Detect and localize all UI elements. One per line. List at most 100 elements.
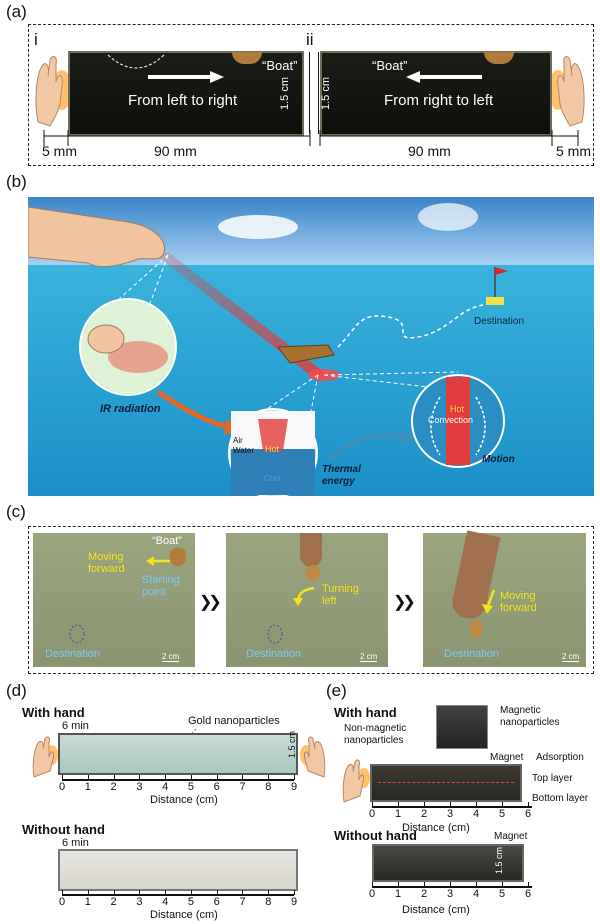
d-time-2: 6 min — [62, 837, 89, 849]
water-label: Water — [233, 446, 255, 455]
ruler-tick-label: 8 — [265, 896, 272, 908]
ruler-tick — [528, 802, 529, 807]
ruler-tick-label: 5 — [499, 808, 506, 820]
ruler-tick — [87, 775, 89, 780]
ruler-tick — [450, 802, 451, 807]
ruler-tick-label: 3 — [136, 896, 143, 908]
ruler-tick-label: 1 — [395, 888, 402, 900]
c-starting: Starting point — [142, 574, 180, 598]
e-axis-2 — [372, 886, 532, 888]
ruler-tick — [113, 890, 115, 895]
ruler-tick — [372, 882, 373, 887]
ruler-tick-label: 2 — [421, 808, 428, 820]
ruler-tick — [294, 775, 295, 780]
d-height-label: 1.5 cm — [287, 730, 297, 758]
c-finger-2 — [300, 533, 322, 567]
ruler-tick — [476, 882, 477, 887]
ruler-tick-label: 1 — [84, 781, 91, 793]
e-hand-left-image — [342, 759, 370, 803]
ruler-tick-label: 4 — [473, 808, 480, 820]
hand-right-image — [548, 56, 585, 127]
e-inset-image — [436, 705, 488, 749]
panel-b-illustration — [28, 197, 594, 496]
panel-a-sub-ii: ii — [306, 30, 314, 49]
e-axis-label-1: Distance (cm) — [402, 822, 470, 834]
c-scale-2: 2 cm — [360, 652, 378, 662]
dim-5mm-right: 5 mm — [556, 143, 591, 159]
hand-left-image — [35, 56, 72, 127]
ruler-tick-label: 4 — [473, 888, 480, 900]
d-without-hand: Without hand — [22, 822, 105, 837]
ruler-tick — [450, 882, 451, 887]
ruler-tick-label: 0 — [369, 888, 376, 900]
ruler-tick — [502, 802, 503, 807]
ruler-tick-label: 2 — [110, 781, 117, 793]
dir-right-text: From right to left — [384, 92, 494, 109]
ruler-tick-label: 0 — [59, 896, 66, 908]
c-scale-1: 2 cm — [162, 652, 180, 662]
ruler-tick-label: 8 — [265, 781, 272, 793]
ruler-tick-label: 9 — [291, 781, 298, 793]
d-hand-right-image — [300, 736, 326, 778]
ruler-tick — [87, 890, 89, 895]
e-magnetic-np: Magnetic nanoparticles — [500, 705, 560, 728]
e-magnet-1: Magnet — [490, 752, 524, 763]
ruler-tick-label: 6 — [525, 808, 532, 820]
d-axis-label-1: Distance (cm) — [150, 794, 218, 806]
c-turning: Turning left — [322, 583, 359, 607]
boat-left-outline — [107, 54, 165, 69]
dim-90mm-right: 90 mm — [408, 143, 451, 159]
ruler-tick-label: 7 — [239, 896, 246, 908]
thermal-label: Thermal energy — [322, 464, 361, 487]
panel-e-label: (e) — [326, 681, 347, 700]
arrow-right-icon — [148, 71, 224, 83]
c-boat-1 — [170, 548, 186, 566]
boat-left-label: “Boat” — [262, 58, 298, 73]
c-moving-2: Moving forward — [500, 590, 537, 614]
ruler-tick — [528, 882, 529, 887]
ruler-tick — [268, 890, 270, 895]
ruler-tick — [268, 775, 270, 780]
tank-left — [68, 51, 304, 136]
ruler-tick — [165, 890, 167, 895]
ruler-tick-label: 5 — [187, 781, 194, 793]
c-boat-label: “Boat” — [152, 535, 182, 547]
c-boat-3 — [470, 620, 482, 638]
ruler-tick — [424, 802, 425, 807]
ruler-tick — [476, 802, 477, 807]
dim-5mm-left: 5 mm — [42, 143, 77, 159]
e-without-hand: Without hand — [334, 828, 417, 843]
hot-label-2: Hot — [450, 404, 465, 414]
c-dest-outline-2 — [267, 624, 283, 644]
d-tank-2 — [58, 849, 298, 891]
panel-c-frame — [28, 526, 594, 674]
ruler-tick-label: 4 — [162, 781, 169, 793]
e-adsorption: Adsorption — [536, 752, 584, 763]
height-right-label: 1.5 cm — [320, 76, 332, 110]
ruler-tick — [139, 775, 141, 780]
ruler-tick — [398, 882, 399, 887]
e-magnet-2: Magnet — [494, 831, 528, 842]
c-scale-3: 2 cm — [562, 652, 580, 662]
dim-90mm-left: 90 mm — [154, 143, 197, 159]
dir-left-text: From left to right — [128, 92, 238, 109]
dimension-lines — [43, 130, 579, 146]
convection-label: Convection — [428, 415, 474, 425]
e-axis-label-2: Distance (cm) — [402, 904, 470, 916]
ruler-tick — [62, 890, 63, 895]
c-dest-1: Destination — [45, 648, 101, 660]
photo-c1 — [33, 533, 195, 667]
d-axis-2 — [62, 894, 294, 896]
cold-label: Cold — [264, 474, 281, 483]
e-tank-1 — [370, 764, 522, 802]
ruler-tick — [372, 802, 373, 807]
e-bottom-layer: Bottom layer — [532, 793, 589, 804]
c-arrow-2-icon — [293, 586, 315, 606]
ruler-tick-label: 3 — [136, 781, 143, 793]
ruler-tick-label: 2 — [110, 896, 117, 908]
c-dest-2: Destination — [246, 648, 302, 660]
c-arrow-1-icon — [146, 556, 170, 566]
e-height-label: 1.5 cm — [494, 846, 504, 874]
c-arrow-3-icon — [482, 589, 496, 614]
ruler-tick — [216, 890, 218, 895]
